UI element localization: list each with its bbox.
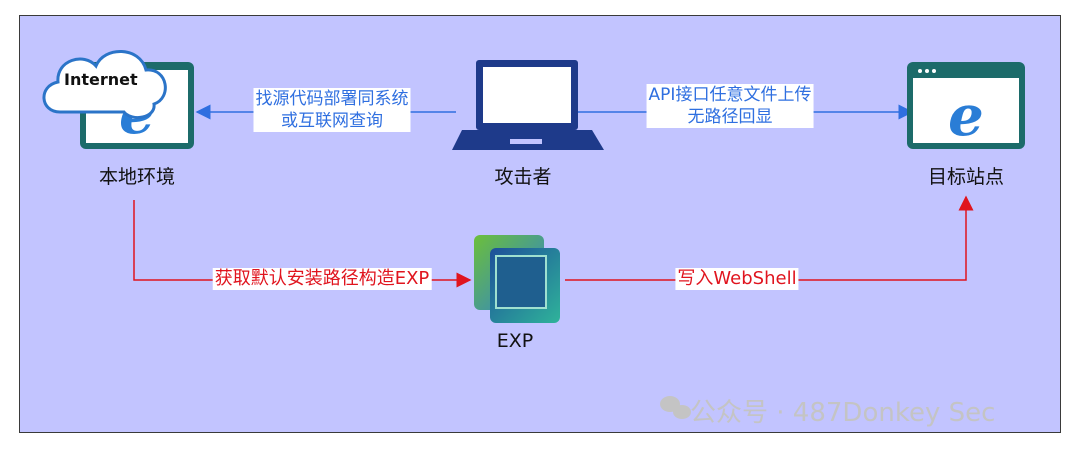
edge-label-line1: API接口任意文件上传 — [648, 85, 812, 105]
cloud-label: Internet — [64, 70, 138, 89]
watermark: 公众号 · 487Donkey Sec — [656, 392, 995, 429]
edge-label-line2: 或互联网查询 — [281, 111, 383, 131]
svg-text:e: e — [948, 83, 984, 149]
edge-label-exp-to-target: 写入WebShell — [675, 268, 799, 290]
exp-icon — [474, 235, 560, 323]
watermark-text: 公众号 · 487Donkey Sec — [690, 398, 996, 428]
edge-label-local-to-exp: 获取默认安装路径构造EXP — [212, 268, 432, 290]
laptop-icon — [452, 60, 604, 150]
wechat-icon — [660, 396, 691, 419]
edge-label-attacker-to-local: 找源代码部署同系统 或互联网查询 — [253, 88, 411, 132]
attacker-node-label: 攻击者 — [494, 166, 552, 188]
local-node-label: 本地环境 — [98, 166, 176, 188]
edge-label-line1: 找源代码部署同系统 — [255, 89, 409, 109]
target-window-icon: e — [907, 62, 1025, 149]
target-node-label: 目标站点 — [927, 166, 1005, 188]
edge-label-attacker-to-target: API接口任意文件上传 无路径回显 — [646, 84, 814, 128]
exp-node-label: EXP — [496, 330, 534, 352]
edge-label-line2: 无路径回显 — [687, 107, 773, 127]
cloud-icon — [42, 50, 167, 120]
